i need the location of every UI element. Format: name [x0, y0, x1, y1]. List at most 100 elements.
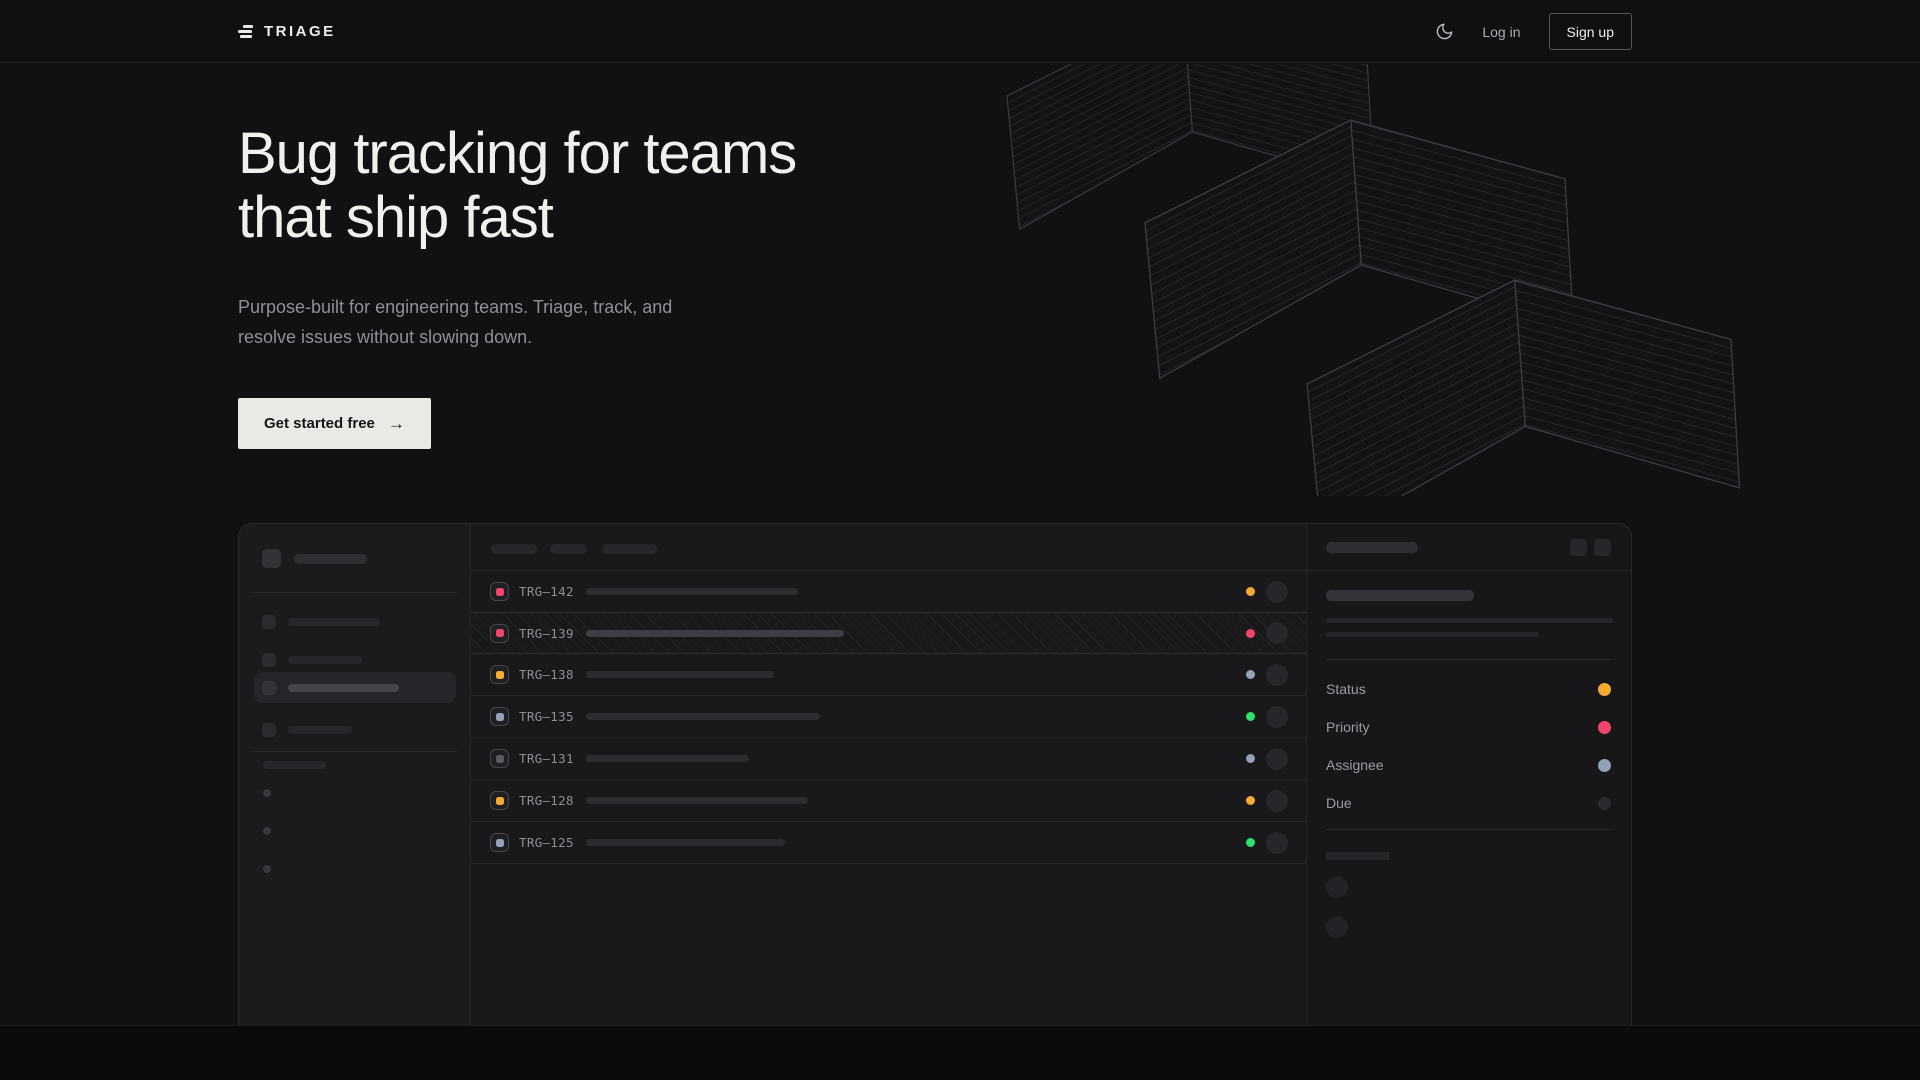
issue-type-badge-dot	[495, 838, 504, 847]
issue-type-badge-dot	[495, 587, 504, 596]
issue-assignee-avatar	[1266, 705, 1288, 728]
get-started-label: Get started free	[264, 415, 375, 432]
site-header: TRIAGE Log in Sign up	[0, 0, 1920, 63]
mock-workspace-row	[262, 549, 367, 568]
mock-sidebar	[239, 524, 471, 1025]
mock-detail-action-button	[1570, 539, 1587, 556]
mock-nav-label-skeleton	[288, 683, 399, 692]
mock-nav-label-skeleton	[288, 617, 380, 626]
next-section-strip	[0, 1025, 1920, 1080]
issue-title-skeleton	[586, 671, 774, 678]
property-value-dot	[1598, 758, 1611, 772]
issue-row: TRG–142	[471, 571, 1306, 613]
property-label: Status	[1326, 681, 1366, 697]
issue-type-badge	[490, 623, 509, 643]
mock-detail-breadcrumb-skeleton	[1326, 542, 1418, 553]
issue-assignee-avatar	[1266, 580, 1288, 603]
issue-type-badge-dot	[495, 796, 504, 805]
theme-toggle-button[interactable]	[1434, 22, 1454, 42]
mock-nav-label-skeleton	[288, 725, 352, 734]
mock-detail-action-button	[1594, 539, 1611, 556]
property-value-dot	[1598, 720, 1611, 734]
mock-list-header	[471, 524, 1306, 571]
mock-nav-item-active	[254, 672, 456, 703]
issue-key: TRG–131	[519, 751, 574, 766]
mock-issue-list-panel: TRG–142 TRG–139 TRG–138 TRG–135 TRG–131	[471, 524, 1307, 1025]
brand-name: TRIAGE	[264, 23, 336, 40]
mock-detail-text-skeleton	[1326, 632, 1539, 637]
issue-type-badge-dot	[495, 629, 504, 637]
issue-type-badge	[490, 791, 509, 810]
mock-detail-panel: Status Priority Assignee Due	[1307, 524, 1631, 1025]
moon-icon	[1436, 23, 1453, 40]
issue-row: TRG–135	[471, 696, 1306, 738]
issue-assignee-avatar	[1266, 622, 1288, 644]
mock-detail-section-skeleton	[1326, 852, 1389, 860]
issue-key: TRG–142	[519, 584, 574, 599]
issue-type-badge	[490, 582, 509, 601]
mock-tab-skeleton	[491, 544, 537, 554]
mock-list-dot	[263, 827, 271, 835]
mock-detail-avatar-skeleton	[1326, 916, 1348, 938]
issue-assignee-avatar	[1266, 789, 1288, 812]
issue-key: TRG–128	[519, 793, 574, 808]
page-title-line-2: that ship fast	[238, 185, 554, 250]
detail-divider	[1326, 659, 1611, 660]
issue-status-dot	[1246, 587, 1255, 596]
detail-property-row: Priority	[1326, 708, 1611, 746]
triage-bars-icon	[238, 25, 253, 38]
page-title-line-1: Bug tracking for teams	[238, 121, 797, 186]
issue-type-badge-dot	[495, 712, 504, 721]
mock-nav-icon	[262, 722, 276, 737]
issue-title-skeleton	[586, 797, 808, 804]
header-actions: Log in Sign up	[1434, 0, 1632, 63]
issue-type-badge-dot	[495, 754, 504, 763]
issue-key: TRG–139	[519, 625, 574, 641]
page-title: Bug tracking for teams that ship fast	[238, 121, 797, 250]
mock-nav-item	[254, 714, 456, 745]
hero-section: TRIAGE Log in Sign up Bug tracking for t…	[0, 0, 1920, 1025]
detail-property-row: Due	[1326, 784, 1611, 822]
detail-divider	[1326, 829, 1611, 830]
page-subtitle: Purpose-built for engineering teams. Tri…	[238, 292, 672, 352]
login-link[interactable]: Log in	[1482, 23, 1521, 40]
mock-workspace-icon	[262, 549, 281, 568]
arrow-right-icon: →	[387, 414, 405, 433]
issue-status-dot	[1246, 796, 1255, 805]
page-subtitle-line-2: resolve issues without slowing down.	[238, 327, 533, 347]
issue-row: TRG–131	[471, 738, 1306, 780]
mock-nav-icon	[262, 652, 276, 667]
mock-tab-skeleton	[602, 544, 657, 554]
issue-assignee-avatar	[1266, 831, 1288, 854]
signup-button[interactable]: Sign up	[1548, 13, 1632, 50]
property-value-dot	[1598, 682, 1611, 696]
issue-key: TRG–135	[519, 709, 574, 724]
issue-status-dot	[1246, 712, 1255, 721]
mock-nav-item	[254, 644, 456, 675]
issue-type-badge-dot	[495, 670, 504, 679]
mock-nav-icon	[262, 680, 276, 695]
issue-type-badge	[490, 749, 509, 768]
mock-detail-header	[1307, 524, 1631, 571]
issue-key: TRG–125	[519, 835, 574, 850]
issue-status-dot	[1246, 838, 1255, 847]
app-mockup: TRG–142 TRG–139 TRG–138 TRG–135 TRG–131	[238, 523, 1632, 1025]
sidebar-divider	[253, 592, 457, 593]
issue-title-skeleton	[586, 588, 798, 595]
issue-type-badge	[490, 707, 509, 726]
brand-logo[interactable]: TRIAGE	[238, 0, 336, 63]
get-started-button[interactable]: Get started free →	[238, 398, 431, 449]
detail-properties: Status Priority Assignee Due	[1326, 670, 1611, 822]
issue-title-skeleton	[586, 713, 820, 720]
detail-property-row: Assignee	[1326, 746, 1611, 784]
mock-nav-item	[254, 606, 456, 637]
issue-key: TRG–138	[519, 667, 574, 682]
detail-property-row: Status	[1326, 670, 1611, 708]
issue-title-skeleton	[586, 755, 749, 762]
issue-assignee-avatar	[1266, 663, 1288, 686]
issue-type-badge	[490, 833, 509, 852]
mock-list-dot	[263, 865, 271, 873]
sidebar-divider	[253, 751, 457, 752]
mock-nav-label-skeleton	[288, 655, 362, 664]
issue-title-skeleton	[586, 629, 844, 637]
